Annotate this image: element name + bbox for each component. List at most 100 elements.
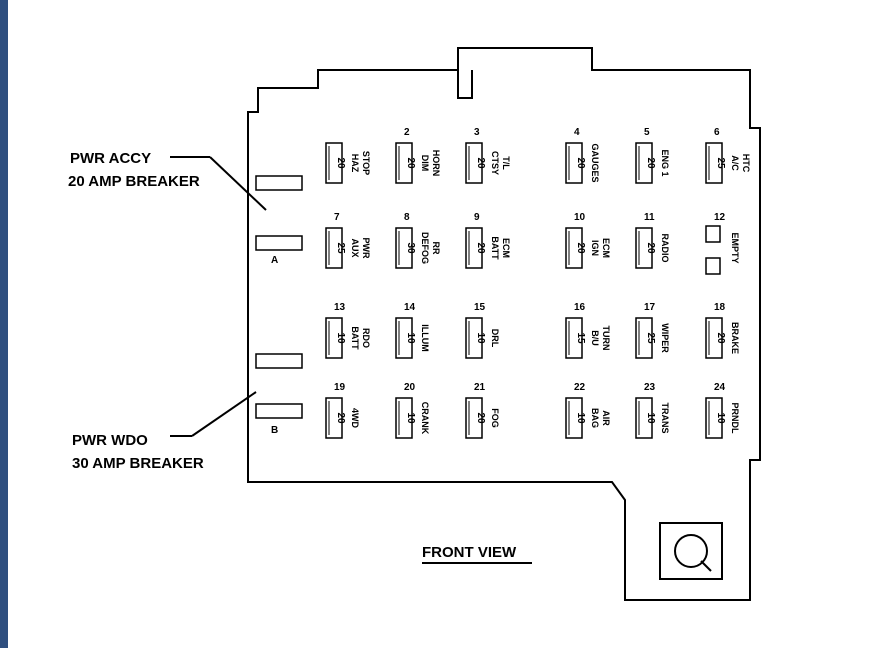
fuse-caption-4: GAUGES <box>590 143 600 182</box>
front-view-label: FRONT VIEW <box>422 544 517 561</box>
fuse-caption-3: CTSY <box>490 151 500 175</box>
fuse-caption-8: DEFOG <box>420 232 430 264</box>
fuse-14 <box>395 317 413 359</box>
fuse-4 <box>565 142 583 184</box>
pwr-wdo-rating: 30 AMP BREAKER <box>72 455 204 472</box>
fuse-caption-8: RR <box>431 242 441 255</box>
fuse-amps-19: 20 <box>335 412 346 424</box>
fuse-caption-1: STOP <box>361 151 371 175</box>
fuse-caption-6: A/C <box>730 155 740 171</box>
pwr-wdo-label: PWR WDO <box>72 432 148 449</box>
fuse-caption-13: BATT <box>350 326 360 350</box>
fuse-15 <box>465 317 483 359</box>
fuse-13 <box>325 317 343 359</box>
breaker-slot-b-upper <box>255 353 303 369</box>
fuse-number-18: 18 <box>714 302 726 313</box>
fuse-number-6: 6 <box>714 127 720 138</box>
fuse-number-15: 15 <box>474 302 486 313</box>
fuse-number-16: 16 <box>574 302 586 313</box>
fuse-amps-22: 10 <box>575 412 586 424</box>
connector-symbol-icon <box>674 534 708 568</box>
fuse-caption-16: B/U <box>590 330 600 346</box>
fuse-16 <box>565 317 583 359</box>
fuse-24 <box>705 397 723 439</box>
left-edge-stripe <box>0 0 8 648</box>
fuse-number-7: 7 <box>334 212 340 223</box>
fuse-number-4: 4 <box>574 127 580 138</box>
fuse-caption-12: EMPTY <box>730 232 740 263</box>
fuse-3 <box>465 142 483 184</box>
fuse-number-3: 3 <box>474 127 480 138</box>
fuse-number-20: 20 <box>404 382 416 393</box>
pwr-accy-rating: 20 AMP BREAKER <box>68 173 200 190</box>
fuse-number-21: 21 <box>474 382 486 393</box>
fuse-caption-19: 4WD <box>350 408 360 429</box>
fuse-caption-21: FOG <box>490 408 500 428</box>
fuse-1 <box>325 142 343 184</box>
fuse-5 <box>635 142 653 184</box>
fuse-23 <box>635 397 653 439</box>
fuse-8 <box>395 227 413 269</box>
fuse-number-11: 11 <box>644 212 655 223</box>
fuse-caption-7: AUX <box>350 238 360 257</box>
fuse-17 <box>635 317 653 359</box>
fuse-caption-22: BAG <box>590 408 600 428</box>
fuse-number-2: 2 <box>404 127 410 138</box>
fuse-amps-15: 10 <box>475 332 486 344</box>
fuse-caption-2: DIM <box>420 155 430 172</box>
fuse-amps-9: 20 <box>475 242 486 254</box>
fuse-caption-17: WIPER <box>660 323 670 353</box>
fuse-amps-14: 10 <box>405 332 416 344</box>
fuse-2 <box>395 142 413 184</box>
fuse-amps-6: 25 <box>715 157 726 169</box>
fuse-number-8: 8 <box>404 212 410 223</box>
fuse-7 <box>325 227 343 269</box>
fuse-amps-17: 25 <box>645 332 656 344</box>
fuse-caption-23: TRANS <box>660 403 670 434</box>
fuse-amps-4: 20 <box>575 157 586 169</box>
fuse-number-14: 14 <box>404 302 416 313</box>
fuse-amps-23: 10 <box>645 412 656 424</box>
fuse-amps-16: 15 <box>575 332 586 344</box>
fuse-amps-10: 20 <box>575 242 586 254</box>
fuse-amps-7: 25 <box>335 242 346 254</box>
pwr-accy-leader <box>209 156 267 211</box>
fuse-caption-9: BATT <box>490 236 500 260</box>
fuse-caption-18: BRAKE <box>730 322 740 354</box>
fuse-caption-20: CRANK <box>420 402 430 435</box>
fuse-caption-13: RDO <box>361 328 371 348</box>
fuse-amps-24: 10 <box>715 412 726 424</box>
fuse-22 <box>565 397 583 439</box>
fuse-amps-5: 20 <box>645 157 656 169</box>
fuse-number-9: 9 <box>474 212 480 223</box>
fuse-number-17: 17 <box>644 302 656 313</box>
breaker-slot-a-upper <box>255 175 303 191</box>
fuse-number-5: 5 <box>644 127 650 138</box>
breaker-label-b: B <box>271 425 278 436</box>
fuse-amps-20: 10 <box>405 412 416 424</box>
fuse-19 <box>325 397 343 439</box>
fuse-number-13: 13 <box>334 302 346 313</box>
fuse-18 <box>705 317 723 359</box>
pwr-accy-label: PWR ACCY <box>70 150 151 167</box>
fuse-21 <box>465 397 483 439</box>
fuse-caption-24: PRNDL <box>730 403 740 435</box>
fuse-amps-21: 20 <box>475 412 486 424</box>
fuse-caption-1: HAZ <box>350 154 360 173</box>
fuse-amps-3: 20 <box>475 157 486 169</box>
fuse-number-24: 24 <box>714 382 726 393</box>
breaker-label-a: A <box>271 255 278 266</box>
fuse-panel-outline <box>247 47 761 601</box>
fuse-caption-9: ECM <box>501 238 511 258</box>
fuse-caption-6: HTC <box>741 154 751 173</box>
fuse-caption-2: HORN <box>431 150 441 177</box>
fuse-number-12: 12 <box>714 212 726 223</box>
connector-box <box>659 522 723 580</box>
fuse-amps-13: 10 <box>335 332 346 344</box>
empty-slot-upper <box>705 225 721 243</box>
fuse-number-23: 23 <box>644 382 656 393</box>
fuse-number-19: 19 <box>334 382 346 393</box>
fuse-11 <box>635 227 653 269</box>
